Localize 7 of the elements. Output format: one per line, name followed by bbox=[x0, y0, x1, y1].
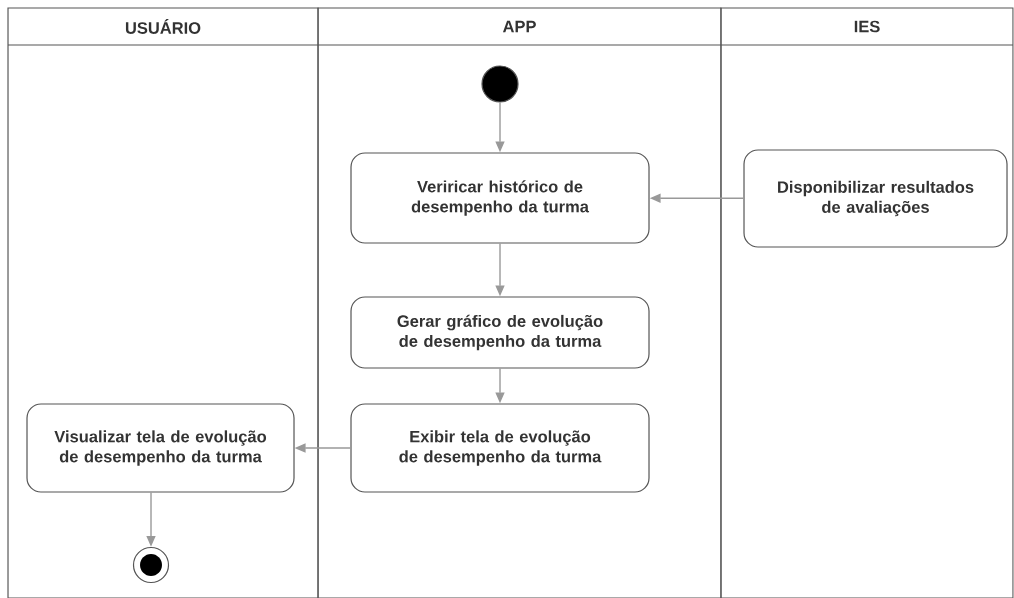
activity-box: Exibir tela de evolução de desempenho da turma bbox=[350, 403, 650, 493]
activity-box: Disponibilizar resultados de avaliações bbox=[743, 149, 1008, 248]
activity-box: Gerar gráfico de evolução de desempenho da turma bbox=[350, 296, 650, 369]
activity-box: Veriricar histórico de desempenho da turma bbox=[350, 152, 650, 244]
end-node bbox=[132, 546, 170, 584]
activity-box: Visualizar tela de evolução de desempenho da turma bbox=[26, 403, 295, 493]
start-node bbox=[481, 65, 519, 103]
